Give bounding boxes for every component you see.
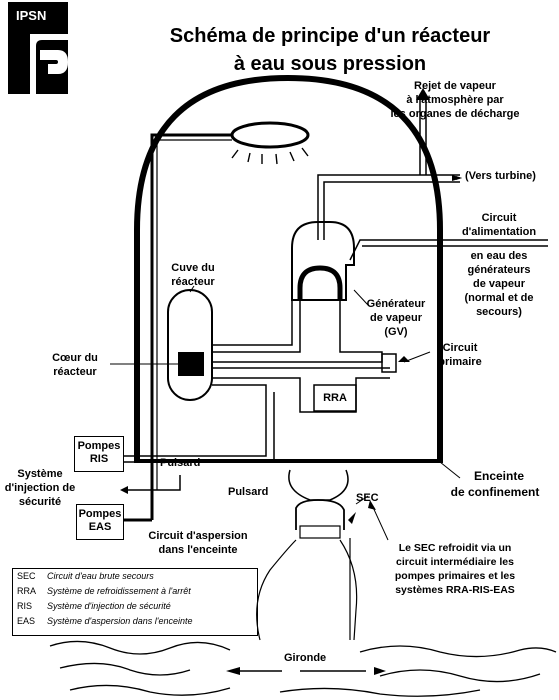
alim-label-4: générateurs <box>467 264 531 276</box>
legend-abbr: RIS <box>17 601 33 611</box>
steam-generator <box>291 221 355 301</box>
legend-row: RRA Système de refroidissement à l'arrêt <box>13 584 257 599</box>
spray-ring <box>230 121 310 149</box>
enceinte-label-1: Enceinte <box>473 469 524 483</box>
legend-def: Système d'injection de sécurité <box>47 601 171 611</box>
steam-line <box>317 174 460 240</box>
legend-abbr: SEC <box>17 571 36 581</box>
coeur-label-2: réacteur <box>53 366 97 378</box>
logo-text: IPSN <box>16 8 46 23</box>
spray-pipe <box>150 133 232 520</box>
alim-label-6: (normal et de <box>464 292 534 304</box>
primaire-label-1: Circuit <box>442 342 478 354</box>
pulsard-label-2: Pulsard <box>228 486 269 498</box>
ipsn-logo: IPSN <box>8 2 68 94</box>
pompes-ris-label-2: RIS <box>89 453 109 465</box>
aspersion-label-2: dans l'enceinte <box>158 544 238 556</box>
title-line1: Schéma de principe d'un réacteur <box>169 25 491 47</box>
systeme-label-2: d'injection de <box>4 482 76 494</box>
systeme-label-3: sécurité <box>18 496 62 508</box>
ris-line <box>122 384 267 457</box>
pompes-eas-label-1: Pompes <box>78 508 122 520</box>
enceinte-label-2: de confinement <box>450 485 540 499</box>
legend-abbr: RRA <box>17 586 37 596</box>
legend-def: Système de refroidissement à l'arrêt <box>47 586 191 596</box>
primary-pipe-hot <box>212 300 293 346</box>
pulsard-label-1: Pulsard <box>160 457 201 469</box>
sec-pipe <box>288 469 349 501</box>
cuve-label-1: Cuve du <box>171 262 215 274</box>
rejet-label-1: Rejet de vapeur <box>414 80 496 92</box>
rra-label: RRA <box>323 392 347 404</box>
containment-outer <box>134 74 443 460</box>
sec-note-2: circuit intermédiaire les <box>396 556 514 568</box>
gv-label-2: de vapeur <box>370 312 422 324</box>
pompes-eas-label-2: EAS <box>88 521 112 533</box>
rejet-label-3: les organes de décharge <box>390 108 520 120</box>
primary-pump <box>381 353 397 373</box>
gironde-label: Gironde <box>284 652 327 664</box>
rejet-label-2: à l'atmosphère par <box>406 94 504 106</box>
vers-turbine-label: (Vers turbine) <box>465 170 536 182</box>
alim-label-7: secours) <box>476 306 522 318</box>
legend-box: SEC Circuit d'eau brute secours RRA Syst… <box>12 568 258 636</box>
systeme-label-1: Système <box>17 468 63 480</box>
coeur-label-1: Cœur du <box>52 352 98 364</box>
sec-note-3: pompes primaires et les <box>394 570 516 582</box>
legend-def: Circuit d'eau brute secours <box>47 571 154 581</box>
gv-label-1: Générateur <box>366 298 426 310</box>
title-line2: à eau sous pression <box>233 53 427 75</box>
pompes-eas-box: Pompes EAS <box>76 504 124 540</box>
alim-label-3: en eau des <box>470 250 528 262</box>
sec-label: SEC <box>356 492 379 504</box>
reactor-core <box>178 352 204 376</box>
aspersion-label-1: Circuit d'aspersion <box>148 530 248 542</box>
cuve-label-2: réacteur <box>171 276 215 288</box>
river-waves <box>49 640 557 697</box>
alim-label-5: de vapeur <box>473 278 525 290</box>
legend-row: RIS Système d'injection de sécurité <box>13 599 257 614</box>
legend-abbr: EAS <box>17 616 36 626</box>
alim-label-1: Circuit <box>481 212 517 224</box>
rra-box <box>313 384 357 412</box>
gv-label-3: (GV) <box>384 326 408 338</box>
primaire-label-2: primaire <box>438 356 482 368</box>
spray-drops <box>231 147 309 165</box>
legend-row: SEC Circuit d'eau brute secours <box>13 569 257 584</box>
pompes-ris-box: Pompes RIS <box>74 436 124 472</box>
reactor-vessel <box>167 289 213 401</box>
legend-row: EAS Système d'aspersion dans l'enceinte <box>13 614 257 629</box>
primary-pipe-cold <box>212 300 383 363</box>
legend-def: Système d'aspersion dans l'enceinte <box>47 616 193 626</box>
pompes-ris-label-1: Pompes <box>77 440 121 452</box>
sec-note-1: Le SEC refroidit via un <box>398 542 512 554</box>
sec-note-4: systèmes RRA-RIS-EAS <box>395 584 515 596</box>
alim-label-2: d'alimentation <box>461 226 537 238</box>
